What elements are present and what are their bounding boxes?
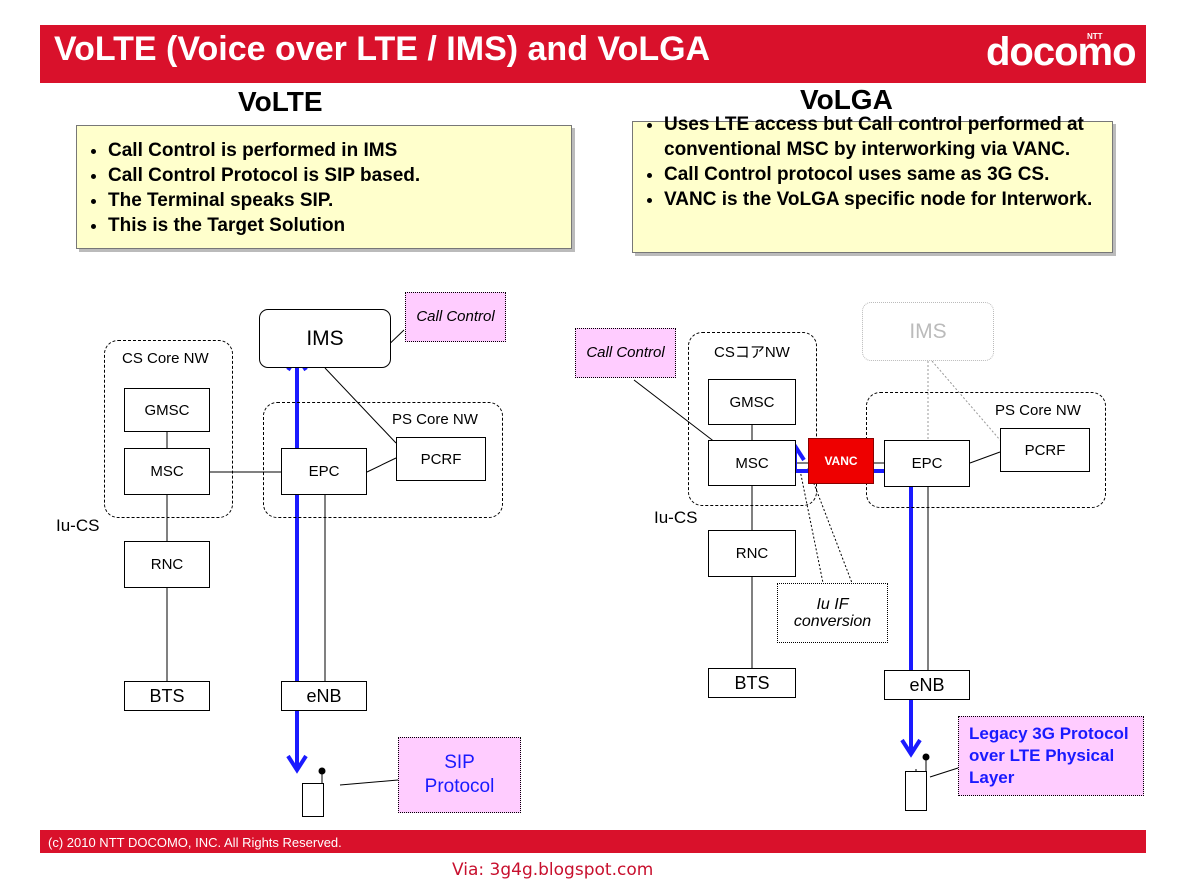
volte-ps-core-label: PS Core NW <box>392 411 478 428</box>
volte-cs-core-label: CS Core NW <box>122 350 209 367</box>
volte-bts-node: BTS <box>124 681 210 711</box>
volte-sip-protocol-callout: SIP Protocol <box>398 737 521 813</box>
volte-bullet-box: Call Control is performed in IMS Call Co… <box>76 125 572 249</box>
antenna-dot <box>318 767 326 775</box>
volga-bts-node: BTS <box>708 668 796 698</box>
volte-iucs-label: Iu-CS <box>56 516 100 535</box>
volte-epc-node: EPC <box>281 448 367 495</box>
copyright-text: (c) 2010 NTT DOCOMO, INC. All Rights Res… <box>48 835 342 850</box>
volga-iu-if-conversion-callout: Iu IF conversion <box>777 583 888 643</box>
volga-epc-node: EPC <box>884 440 970 487</box>
volga-bullet: Uses LTE access but Call control perform… <box>664 112 1102 162</box>
volga-bullet: Call Control protocol uses same as 3G CS… <box>664 162 1102 187</box>
footer-bar <box>40 830 1146 853</box>
volte-enb-node: eNB <box>281 681 367 711</box>
volga-ps-core-label: PS Core NW <box>995 402 1081 419</box>
volte-bullet: Call Control Protocol is SIP based. <box>108 163 571 188</box>
volte-ps-core-region <box>263 402 503 518</box>
title-bar <box>40 25 1146 83</box>
volte-gmsc-node: GMSC <box>124 388 210 432</box>
volga-pcrf-node: PCRF <box>1000 428 1090 472</box>
volga-bullet-box: Uses LTE access but Call control perform… <box>632 114 1113 253</box>
volte-rnc-node: RNC <box>124 541 210 588</box>
volte-pcrf-node: PCRF <box>396 437 486 481</box>
volga-legacy-protocol-callout: Legacy 3G Protocol over LTE Physical Lay… <box>958 716 1144 796</box>
page-title: VoLTE (Voice over LTE / IMS) and VoLGA <box>54 30 711 68</box>
volga-rnc-node: RNC <box>708 530 796 577</box>
volga-heading: VoLGA <box>800 84 893 115</box>
volga-cs-core-region <box>688 332 817 506</box>
volga-iucs-label: Iu-CS <box>654 508 698 527</box>
source-credit: Via: 3g4g.blogspot.com <box>452 860 654 880</box>
volte-terminal-icon <box>302 783 324 817</box>
volte-bullet: This is the Target Solution <box>108 213 571 238</box>
volte-bullet: The Terminal speaks SIP. <box>108 188 571 213</box>
volga-terminal-icon <box>905 771 927 811</box>
volte-call-control-callout: Call Control <box>405 292 506 342</box>
volga-bullet: VANC is the VoLGA specific node for Inte… <box>664 187 1102 212</box>
volte-ims-node: IMS <box>259 309 391 368</box>
volte-cs-core-region <box>104 340 233 518</box>
volga-msc-node: MSC <box>708 440 796 486</box>
volte-msc-node: MSC <box>124 448 210 495</box>
volga-vanc-node: VANC <box>808 438 874 484</box>
volga-ims-node: IMS <box>862 302 994 361</box>
logo-ntt: NTT <box>1087 32 1103 41</box>
volga-cs-core-label: CSコアNW <box>714 344 790 361</box>
docomo-logo: docomo <box>986 30 1137 74</box>
volga-enb-node: eNB <box>884 670 970 700</box>
volga-gmsc-node: GMSC <box>708 379 796 425</box>
volga-call-control-callout: Call Control <box>575 328 676 378</box>
volte-heading: VoLTE <box>238 86 323 117</box>
volte-bullet: Call Control is performed in IMS <box>108 138 571 163</box>
